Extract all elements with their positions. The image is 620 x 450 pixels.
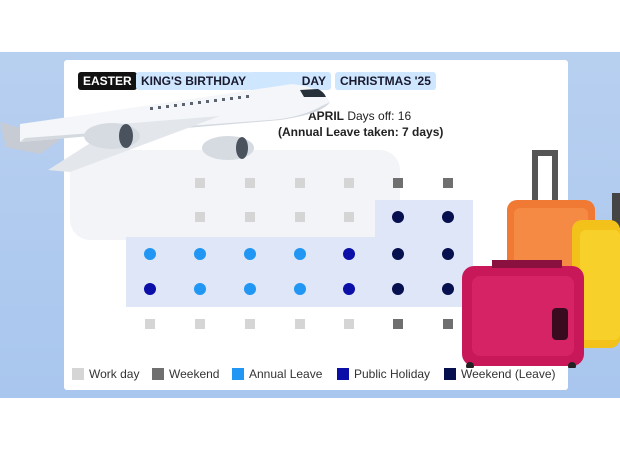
annual-leave-marker — [194, 248, 206, 260]
legend-swatch-weekend — [152, 368, 164, 380]
days-off-count: Days off: 16 — [347, 109, 412, 123]
weekend-leave-marker — [392, 211, 404, 223]
work-day-marker — [195, 319, 205, 329]
weekend-marker — [443, 319, 453, 329]
work-day-marker — [295, 178, 305, 188]
annual-leave-marker — [144, 248, 156, 260]
legend-item: Work day — [72, 366, 139, 382]
annual-leave-marker — [244, 283, 256, 295]
legend-label: Weekend (Leave) — [461, 367, 556, 381]
legend-swatch-annual — [232, 368, 244, 380]
tab-easter[interactable]: EASTER — [78, 72, 137, 90]
work-day-marker — [195, 178, 205, 188]
annual-leave-marker — [194, 283, 206, 295]
annual-leave-summary: (Annual Leave taken: 7 days) — [278, 125, 444, 139]
work-day-marker — [145, 319, 155, 329]
weekend-marker — [393, 178, 403, 188]
work-day-marker — [245, 212, 255, 222]
weekend-marker — [393, 319, 403, 329]
legend-swatch-public — [337, 368, 349, 380]
weekend-leave-marker — [442, 248, 454, 260]
legend-item: Annual Leave — [232, 366, 322, 382]
legend-swatch-work — [72, 368, 84, 380]
legend-label: Weekend — [169, 367, 220, 381]
month-heading: APRIL Days off: 16 — [308, 109, 411, 123]
legend-item: Public Holiday — [337, 366, 430, 382]
weekend-marker — [443, 178, 453, 188]
legend-label: Work day — [89, 367, 140, 381]
work-day-marker — [344, 212, 354, 222]
weekend-leave-marker — [442, 211, 454, 223]
tab-kings-birthday[interactable]: KING'S BIRTHDAY — [136, 72, 252, 90]
work-day-marker — [295, 212, 305, 222]
leave-highlight-top — [375, 200, 473, 238]
weekend-leave-marker — [442, 283, 454, 295]
suitcase-icon — [462, 150, 620, 368]
legend-label: Public Holiday — [354, 367, 431, 381]
legend-item: Weekend (Leave) — [444, 366, 556, 382]
legend-swatch-weekend-leave — [444, 368, 456, 380]
work-day-marker — [344, 319, 354, 329]
annual-leave-marker — [244, 248, 256, 260]
public-holiday-marker — [144, 283, 156, 295]
month-name: APRIL — [308, 109, 344, 123]
airplane-icon — [0, 84, 330, 172]
legend-label: Annual Leave — [249, 367, 323, 381]
work-day-marker — [344, 178, 354, 188]
work-day-marker — [245, 319, 255, 329]
annual-leave-marker — [294, 248, 306, 260]
annual-leave-marker — [294, 283, 306, 295]
public-holiday-marker — [343, 283, 355, 295]
calendar-fade-overlay — [70, 150, 400, 240]
work-day-marker — [195, 212, 205, 222]
work-day-marker — [295, 319, 305, 329]
tab-day[interactable]: DAY — [248, 72, 331, 90]
tab-christmas[interactable]: CHRISTMAS '25 — [335, 72, 436, 90]
public-holiday-marker — [343, 248, 355, 260]
legend-item: Weekend — [152, 366, 219, 382]
weekend-leave-marker — [392, 283, 404, 295]
work-day-marker — [245, 178, 255, 188]
weekend-leave-marker — [392, 248, 404, 260]
legend: Work day Weekend Annual Leave Public Hol… — [72, 366, 562, 382]
